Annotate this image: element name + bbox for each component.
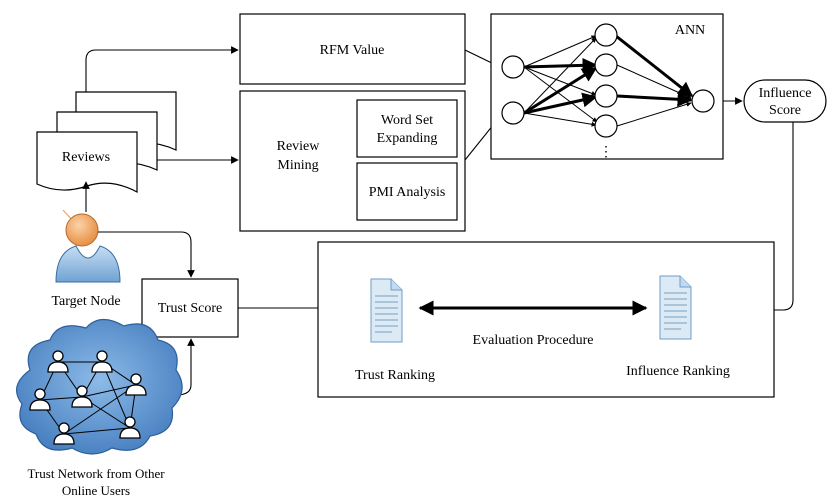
trust-network-cloud xyxy=(15,318,183,455)
arrow-influence-score-to-ranking xyxy=(691,122,794,314)
trust-network-label-line1: Trust Network from Other xyxy=(27,466,165,481)
network-user-icon xyxy=(125,373,147,396)
network-user-icon xyxy=(71,385,93,408)
influence-score-label-line2: Score xyxy=(769,103,801,118)
trust-ranking-document-icon xyxy=(370,278,403,343)
word-set-label-line2: Expanding xyxy=(377,131,438,146)
reviews-document-stack: Reviews xyxy=(36,91,177,194)
influence-score-box: Influence Score xyxy=(743,79,827,123)
ann-box: ANN ⋮ xyxy=(490,13,724,160)
evaluation-box: Trust Ranking Influence Ranking Evaluati… xyxy=(317,241,775,398)
ann-hidden-node-3 xyxy=(594,84,618,108)
target-node-person-icon xyxy=(55,209,121,283)
ann-ellipsis: ⋮ xyxy=(599,145,613,160)
evaluation-procedure-label: Evaluation Procedure xyxy=(473,333,594,348)
influence-score-label-line1: Influence xyxy=(759,86,812,101)
ann-hidden-node-4 xyxy=(594,114,618,138)
arrow-target-to-trust-score xyxy=(98,231,195,278)
rfm-value-label: RFM Value xyxy=(320,43,385,58)
review-mining-label-line1: Review xyxy=(277,139,321,154)
trust-ranking-label: Trust Ranking xyxy=(355,368,435,383)
word-set-expanding-box xyxy=(356,99,458,158)
influence-ranking-document-icon xyxy=(659,275,692,340)
trust-score-label: Trust Score xyxy=(158,301,222,316)
network-user-icon xyxy=(29,388,51,411)
arrow-reviews-to-rfm xyxy=(85,46,239,92)
word-set-label-line1: Word Set xyxy=(381,113,433,128)
review-mining-label-line2: Mining xyxy=(277,158,318,173)
trust-score-box: Trust Score xyxy=(141,278,239,338)
ann-hidden-node-1 xyxy=(594,23,618,47)
target-node-label: Target Node xyxy=(51,294,120,309)
network-user-icon xyxy=(47,350,69,373)
ann-connections xyxy=(523,34,694,127)
ann-hidden-node-2 xyxy=(594,53,618,77)
ann-label: ANN xyxy=(675,23,705,38)
rfm-value-box: RFM Value xyxy=(239,13,466,85)
ann-input-node-1 xyxy=(501,55,525,79)
pmi-analysis-label: PMI Analysis xyxy=(369,185,446,200)
ann-output-node xyxy=(691,89,715,113)
network-user-icon xyxy=(91,350,113,373)
network-user-icon xyxy=(53,422,75,445)
pmi-analysis-box xyxy=(356,162,458,221)
network-user-icon xyxy=(119,416,141,439)
trust-network-label-line2: Online Users xyxy=(62,483,130,498)
review-mining-box: Review Mining Word Set Expanding PMI Ana… xyxy=(239,90,466,232)
influence-ranking-label: Influence Ranking xyxy=(626,364,730,379)
ann-input-node-2 xyxy=(501,101,525,125)
reviews-label: Reviews xyxy=(62,150,110,165)
